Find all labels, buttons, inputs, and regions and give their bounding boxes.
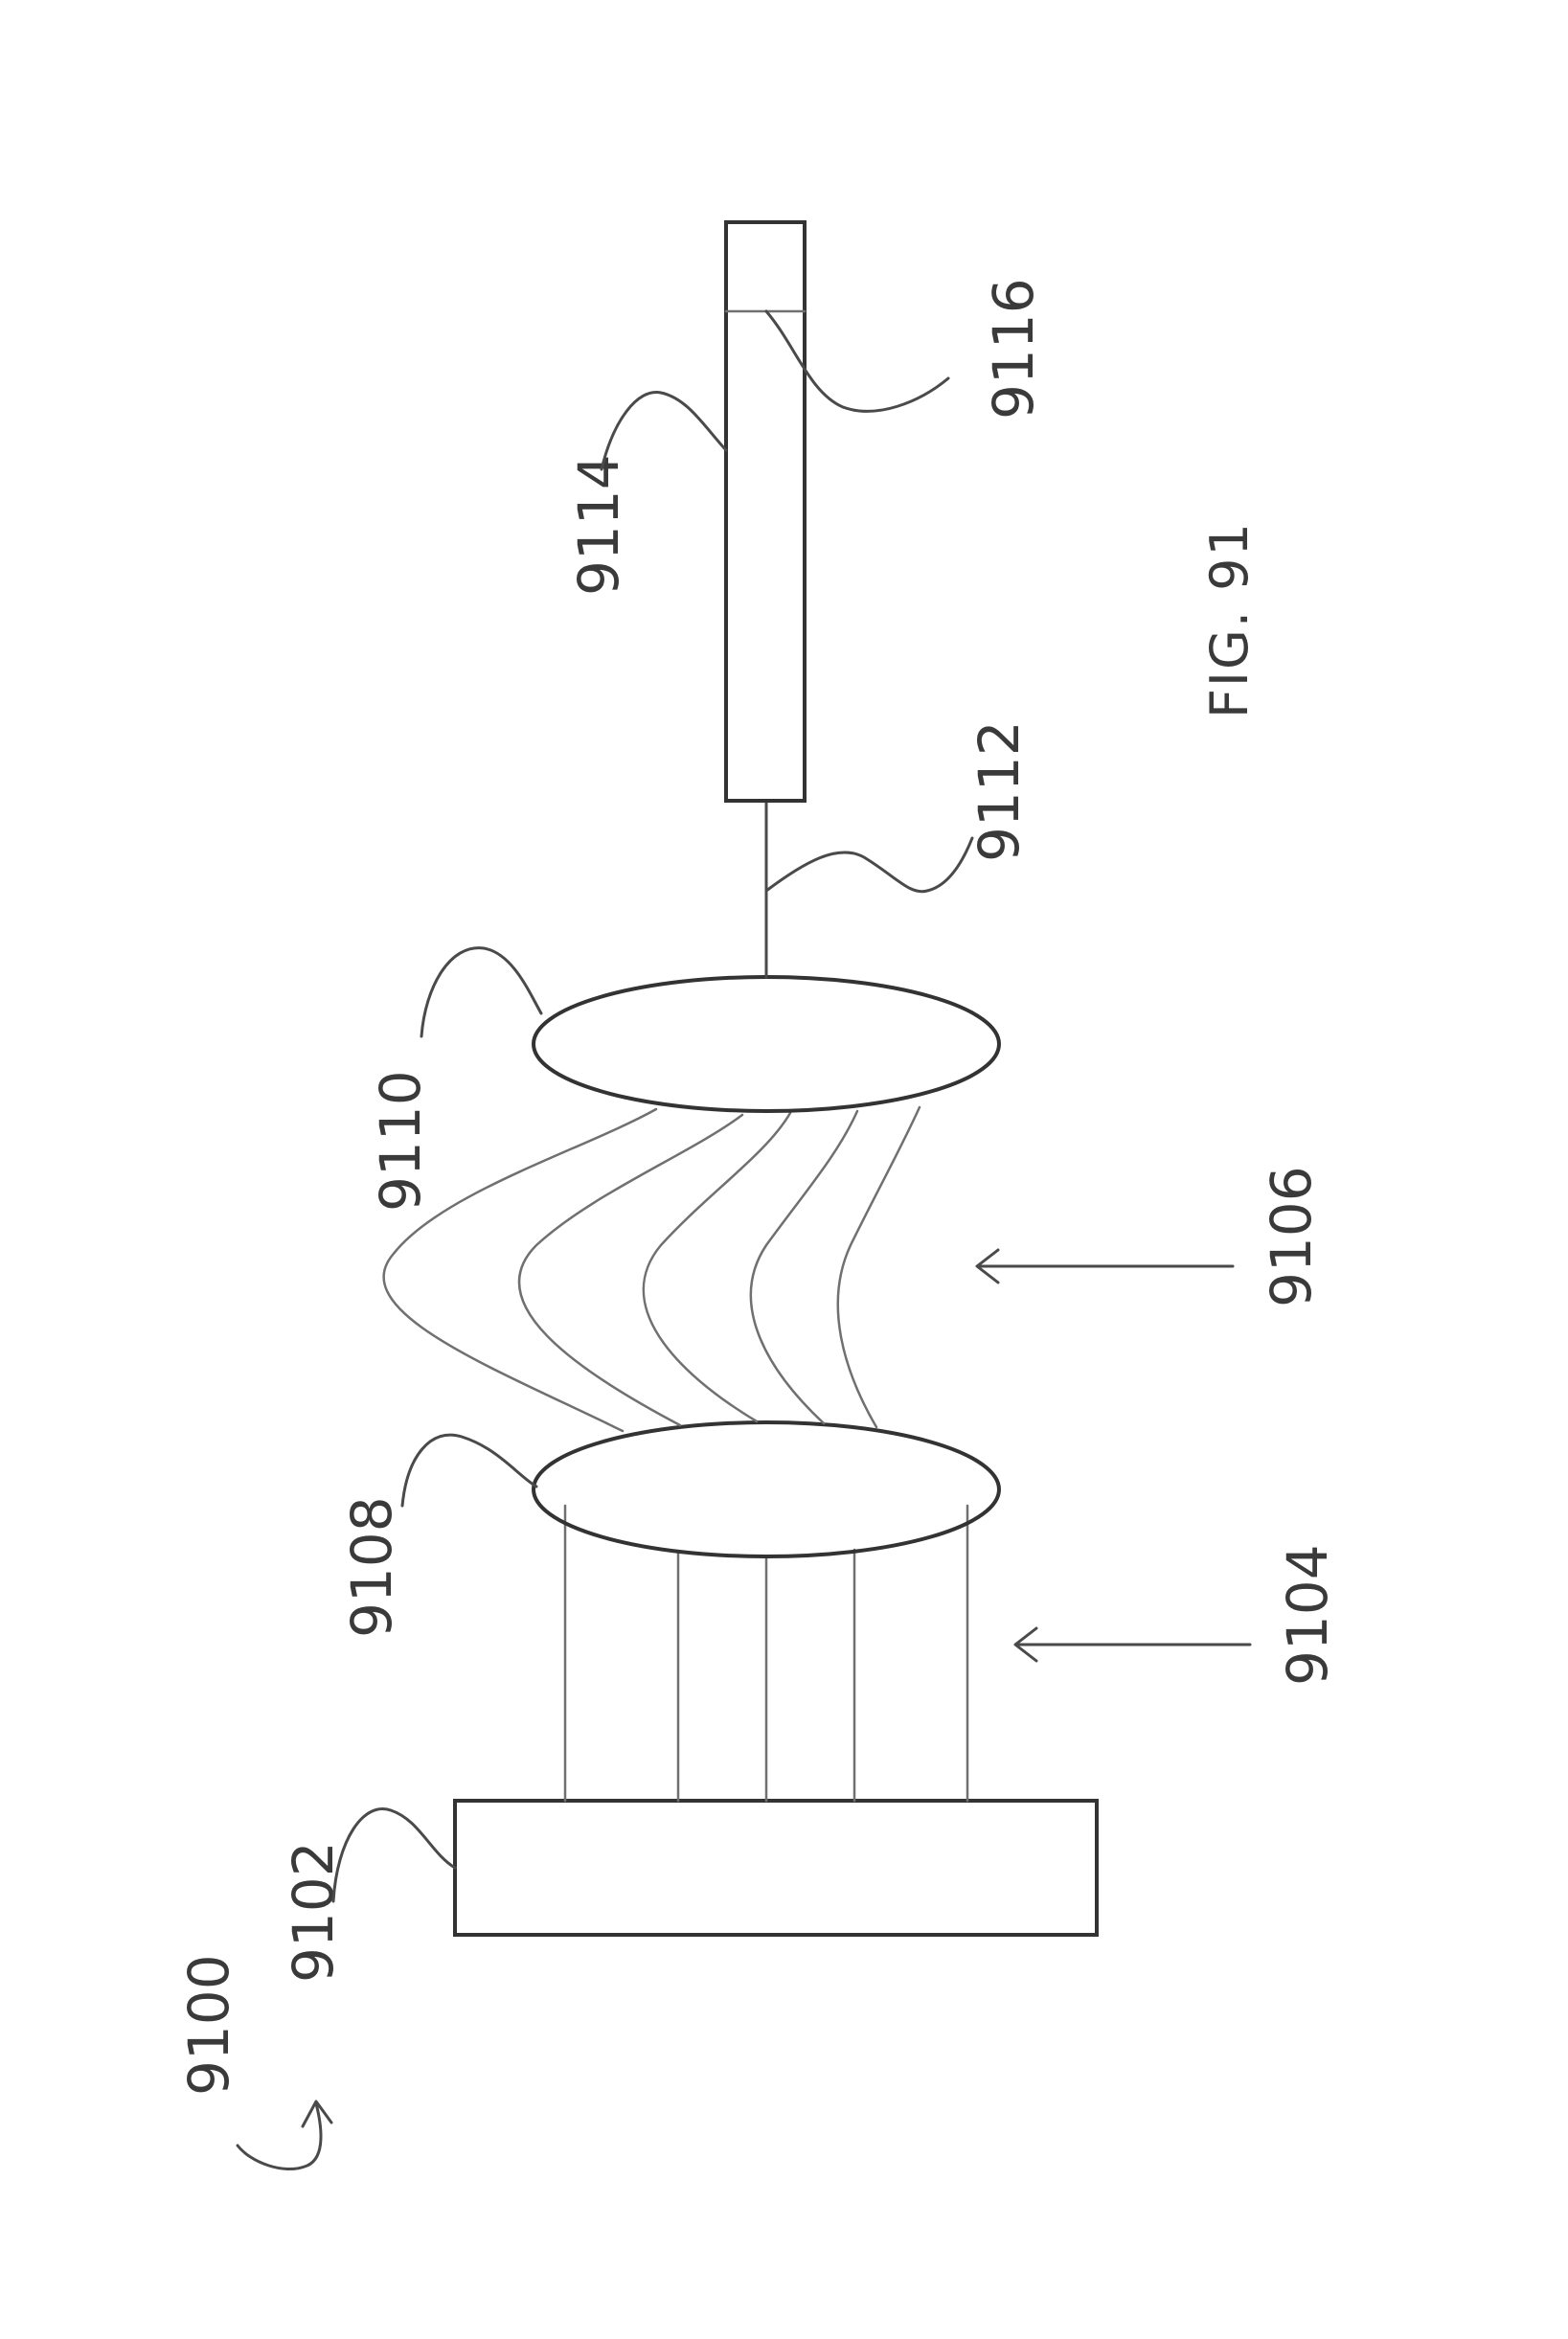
first-lens [532, 1420, 1001, 1558]
target-bar [724, 220, 807, 803]
leader-9116 [764, 309, 950, 413]
label-9114: 9114 [566, 454, 631, 596]
label-9112: 9112 [966, 720, 1032, 862]
leader-9112 [764, 836, 974, 894]
curved-ray [642, 1111, 792, 1423]
label-9106: 9106 [1259, 1166, 1324, 1307]
label-9102: 9102 [281, 1841, 346, 1983]
leader-9102 [331, 1807, 457, 1903]
arrow-9104-head-icon [1013, 1626, 1038, 1663]
source-block [453, 1799, 1099, 1937]
leader-9114 [600, 391, 728, 471]
converging-rays [382, 1105, 921, 1433]
label-9100: 9100 [176, 1954, 241, 2096]
curved-ray [836, 1105, 921, 1429]
label-9110: 9110 [368, 1070, 433, 1212]
parallel-rays [563, 1504, 969, 1803]
leader-9110 [420, 946, 543, 1038]
figure-caption: FIG. 91 [1199, 521, 1260, 718]
arrow-9106-head-icon [975, 1248, 1000, 1284]
curved-ray [382, 1107, 658, 1433]
system-arrow [236, 2101, 323, 2171]
leader-9108 [400, 1433, 538, 1508]
label-9104: 9104 [1275, 1544, 1340, 1686]
curved-ray [749, 1109, 859, 1425]
second-lens [532, 975, 1001, 1113]
curved-ray [517, 1113, 744, 1427]
system-arrowhead-icon [301, 2100, 333, 2128]
label-9108: 9108 [339, 1496, 404, 1638]
label-9116: 9116 [981, 278, 1046, 420]
